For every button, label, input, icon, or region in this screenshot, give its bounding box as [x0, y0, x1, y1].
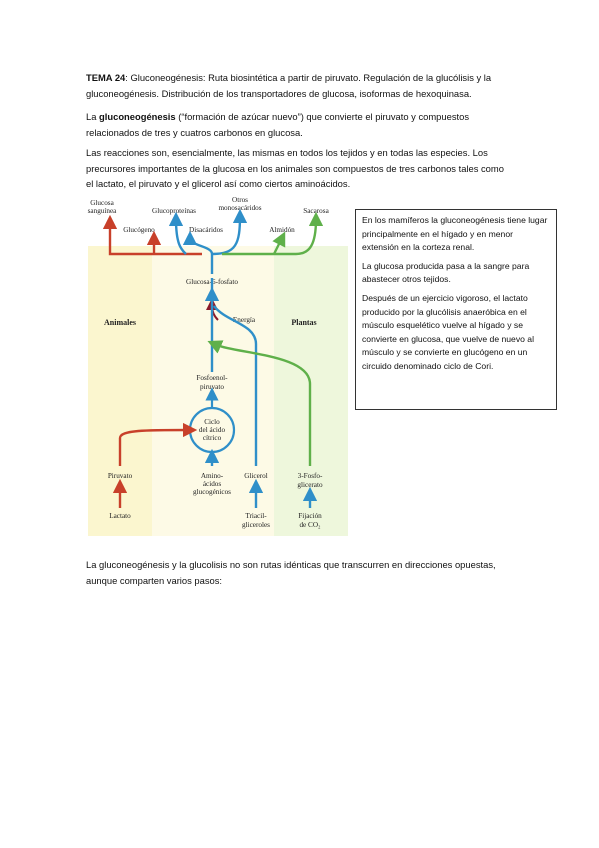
closing-paragraph: La gluconeogénesis y la glucolisis no so… [86, 559, 496, 586]
label-amino-1: Amino- [201, 472, 224, 480]
label-triacil-2: gliceroles [242, 521, 270, 529]
arrow-glicerol [213, 305, 258, 466]
arrow-disacaridos [182, 230, 214, 274]
label-fijacion-1: Fijación [298, 512, 322, 520]
arrow-sacarosa [222, 211, 324, 256]
label-piruvato: Piruvato [108, 472, 133, 480]
label-animales: Animales [104, 318, 136, 327]
label-ciclo-2: del ácido [199, 426, 226, 434]
label-triacil-1: Triacil- [245, 512, 267, 520]
arrow-glucoproteinas [168, 211, 187, 255]
info-paragraph-1: En los mamíferos la gluconeogénesis tien… [362, 215, 548, 253]
label-fijacion-2: de CO₂ [299, 521, 321, 529]
label-almidon: Almidón [269, 226, 295, 234]
label-otros-1: Otros [232, 196, 248, 204]
label-glucogeno: Glucógeno [123, 226, 155, 234]
topic-text: : Gluconeogénesis: Ruta biosintética a p… [86, 72, 492, 99]
gluconeogenesis-diagram: Glucosa sanguínea Glucoproteínas Otros m… [86, 194, 348, 536]
label-glucosa-2: sanguínea [88, 207, 118, 215]
label-pep-2: piruvato [200, 383, 224, 391]
arrow-otros [211, 208, 248, 256]
reactions-paragraph: Las reacciones son, esencialmente, las m… [86, 147, 504, 189]
label-otros-2: monosacáridos [218, 204, 261, 212]
arrow-glucosa [102, 214, 202, 256]
definition-term: gluconeogénesis [99, 111, 176, 122]
definition-paragraph: La gluconeogénesis (“formación de azúcar… [86, 109, 506, 140]
arrow-3pg [207, 340, 312, 466]
label-glicerol: Glicerol [244, 472, 268, 480]
label-3pg-2: glicerato [297, 481, 323, 489]
label-plantas: Plantas [291, 318, 316, 327]
label-3pg-1: 3-Fosfo- [298, 472, 323, 480]
arrow-piruvato-ciclo [118, 422, 198, 466]
label-amino-2: ácidos [203, 480, 222, 488]
info-paragraph-2: La glucosa producida pasa a la sangre pa… [362, 260, 530, 285]
label-disacaridos: Disacáridos [189, 226, 223, 234]
info-paragraph-3: Después de un ejercicio vigoroso, el lac… [362, 292, 534, 371]
definition-text: (“formación de azúcar nuevo”) que convie… [86, 111, 470, 138]
label-glucosa-1: Glucosa [90, 199, 114, 207]
arrow-almidon [272, 231, 286, 255]
label-ciclo-1: Ciclo [204, 418, 220, 426]
label-ciclo-3: cítrico [203, 434, 222, 442]
label-energia: Energía [233, 316, 256, 324]
topic-label: TEMA 24 [86, 72, 126, 83]
definition-prefix: La [86, 111, 100, 122]
topic-heading: TEMA 24: Gluconeogénesis: Ruta biosintét… [86, 70, 521, 101]
label-amino-3: glucogénicos [193, 488, 231, 496]
label-glucoproteinas: Glucoproteínas [152, 207, 196, 215]
info-box: En los mamíferos la gluconeogénesis tien… [355, 209, 557, 410]
label-sacarosa: Sacarosa [303, 207, 329, 215]
label-pep-1: Fosfoenol- [196, 374, 228, 382]
label-lactato: Lactato [109, 512, 131, 520]
